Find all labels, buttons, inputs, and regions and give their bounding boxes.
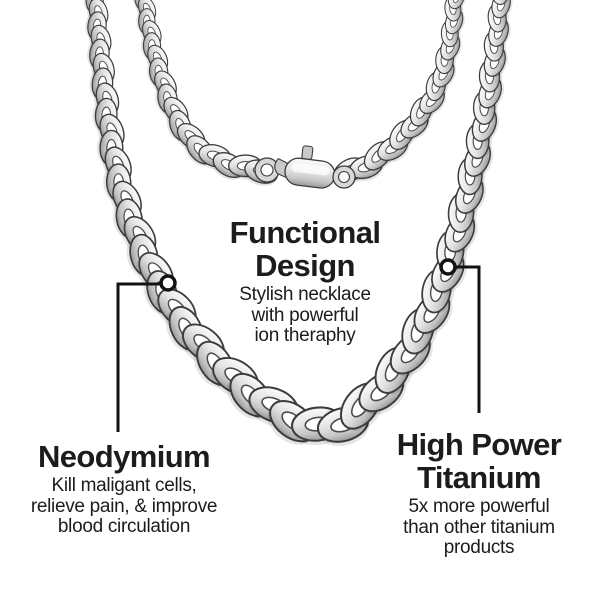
right-body: 5x more powerful than other titanium pro… <box>365 496 593 559</box>
callout-graphics <box>116 258 481 432</box>
titanium-callout-line <box>456 265 481 413</box>
right-body-line-2: than other titanium <box>403 516 555 538</box>
right-body-line-3: products <box>443 537 515 558</box>
chain-strand-outer-drape <box>83 0 513 447</box>
chain-link-group <box>490 0 511 6</box>
right-body-line-1: 5x more powerful <box>408 496 550 517</box>
neodymium-marker-ring-icon <box>159 274 177 292</box>
titanium-marker-ring-icon <box>439 258 457 276</box>
chain-link <box>447 0 466 10</box>
left-body-line-1: Kill maligant cells, <box>51 475 197 496</box>
clasp-body-group <box>274 145 336 189</box>
chain-strand-inner-left <box>132 0 279 186</box>
center-title-line-2: Design <box>255 248 355 283</box>
clasp-jump-ring-hole <box>260 163 274 177</box>
center-body: Stylish necklace with powerful ion thera… <box>165 284 445 347</box>
center-body-line-3: ion theraphy <box>254 325 356 346</box>
clasp-trigger <box>301 145 314 160</box>
center-title-line-1: Functional <box>229 215 381 250</box>
center-body-line-2: with powerful <box>251 304 359 326</box>
high-power-titanium-annotation: High Power Titanium 5x more powerful tha… <box>365 428 593 559</box>
chain-link-group <box>447 0 467 10</box>
left-body-line-2: relieve pain, & improve <box>30 495 218 517</box>
chain-strand-inner-right <box>333 0 467 186</box>
chain-link <box>490 0 509 6</box>
chain-link <box>452 0 461 3</box>
clasp-highlight <box>291 162 330 176</box>
functional-design-annotation: Functional Design Stylish necklace with … <box>165 216 445 347</box>
neodymium-callout-line <box>116 282 161 432</box>
clasp-end-ring-hole <box>337 170 351 184</box>
neodymium-annotation: Neodymium Kill maligant cells, relieve p… <box>12 440 236 538</box>
left-body: Kill maligant cells, relieve pain, & imp… <box>12 475 236 538</box>
left-body-line-3: blood circulation <box>57 516 191 537</box>
center-body-line-1: Stylish necklace <box>239 284 371 305</box>
left-title: Neodymium <box>37 439 211 474</box>
right-title-line-1: High Power <box>396 427 562 462</box>
right-title-line-2: Titanium <box>417 460 541 495</box>
lobster-clasp-icon <box>254 145 356 189</box>
